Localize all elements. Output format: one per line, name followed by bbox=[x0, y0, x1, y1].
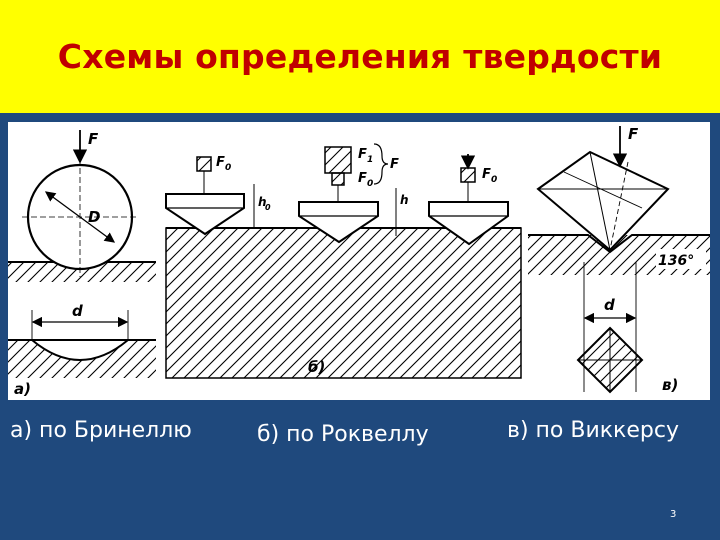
vickers-scheme: F 136° d в) bbox=[528, 125, 710, 394]
svg-text:F: F bbox=[628, 125, 639, 143]
slide-title: Схемы определения твердости bbox=[57, 37, 663, 76]
rockwell-cone-3 bbox=[428, 201, 509, 246]
rockwell-cone-1 bbox=[165, 193, 245, 236]
svg-text:h: h bbox=[400, 193, 409, 207]
svg-text:F: F bbox=[358, 171, 367, 186]
label-part-a: а) bbox=[14, 380, 31, 398]
svg-text:0: 0 bbox=[367, 179, 373, 189]
svg-text:0: 0 bbox=[225, 163, 231, 173]
svg-text:F: F bbox=[216, 155, 225, 170]
svg-text:h: h bbox=[258, 195, 267, 209]
title-bar: Схемы определения твердости bbox=[0, 0, 720, 113]
svg-text:F: F bbox=[482, 167, 491, 182]
svg-text:0: 0 bbox=[265, 203, 271, 212]
svg-text:F: F bbox=[390, 157, 399, 172]
hardness-diagram: F D d а) F 0 h 0 bbox=[8, 122, 710, 400]
rockwell-cone-2 bbox=[298, 201, 379, 244]
caption-vickers: в) по Виккерсу bbox=[507, 418, 679, 443]
label-print-diameter-brinell: d bbox=[72, 302, 83, 320]
caption-rockwell: б) по Роквеллу bbox=[257, 422, 429, 447]
svg-text:F: F bbox=[358, 147, 367, 162]
caption-brinell: а) по Бринеллю bbox=[10, 418, 192, 443]
label-part-c: в) bbox=[662, 376, 678, 394]
svg-text:1: 1 bbox=[367, 155, 373, 165]
brinell-scheme: F D d а) bbox=[8, 130, 156, 398]
rockwell-scheme: F 0 h 0 F 1 F 0 F h F 0 bbox=[165, 143, 522, 379]
svg-text:d: d bbox=[604, 296, 615, 314]
svg-text:0: 0 bbox=[491, 175, 497, 185]
label-angle: 136° bbox=[658, 253, 694, 269]
label-part-b: б) bbox=[308, 358, 325, 376]
label-ball-diameter: D bbox=[88, 208, 100, 226]
page-number: 3 bbox=[670, 509, 677, 520]
label-force-brinell: F bbox=[88, 130, 99, 148]
